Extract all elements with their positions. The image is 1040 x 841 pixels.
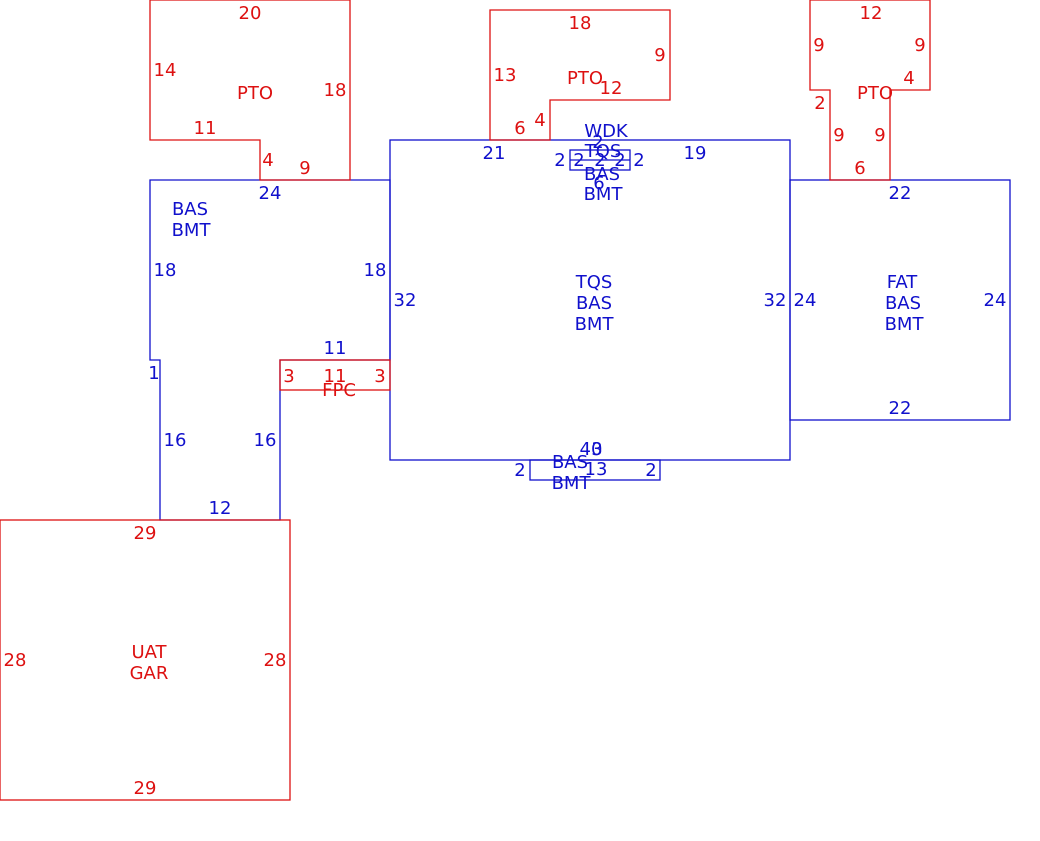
pto-center-dim-left: 13: [494, 65, 517, 86]
bas-right-label-2: BAS: [885, 293, 921, 314]
small-top-label-1: WDK: [584, 121, 629, 142]
pto-center-dim-inner-bottom: 12: [600, 78, 623, 99]
small-top-dim-right-outer: 2: [633, 150, 644, 171]
pto-center-dim-bottom: 6: [514, 118, 525, 139]
bas-right-outline: [789, 179, 1011, 421]
pto-left-dim-bottom: 9: [299, 158, 310, 179]
red-outlines: [0, 0, 931, 801]
pto-center-dim-right: 9: [654, 45, 665, 66]
small-top-label-3: BAS: [584, 164, 620, 185]
bas-left-label-2: BMT: [172, 220, 212, 241]
bas-left-dim-bottom: 12: [209, 498, 232, 519]
bas-left-dim-inner: 11: [324, 338, 347, 359]
red-text: 20 14 18 11 4 9 PTO 18 9 13 PTO 12 6 4 1…: [4, 3, 926, 799]
bas-left-dim-right: 18: [364, 260, 387, 281]
small-bottom-dim-overlap: 3: [591, 439, 602, 460]
bas-left-label-1: BAS: [172, 199, 208, 220]
pto-left-dim-left: 14: [154, 60, 177, 81]
small-bottom-dim-left: 2: [514, 460, 525, 481]
fpc-dim-right: 3: [374, 366, 385, 387]
garage-dim-left: 28: [4, 650, 27, 671]
bas-center-dim-top-right: 19: [684, 143, 707, 164]
bas-left-dim-top: 24: [259, 183, 282, 204]
small-top-label-5: 2: [592, 132, 603, 153]
bas-right-dim-left: 24: [794, 290, 817, 311]
pto-left-dim-inner-top: 11: [194, 118, 217, 139]
small-top-label-2: TQS: [584, 141, 622, 162]
pto-right-dim-right: 9: [914, 35, 925, 56]
small-top-label-6: 6: [593, 173, 604, 194]
pto-left-outline: [149, 0, 351, 181]
small-bottom-dim-right: 2: [645, 460, 656, 481]
pto-right-dim-inner-right: 4: [903, 68, 914, 89]
pto-center-outline: [489, 9, 671, 141]
pto-right-dim-bottom: 6: [854, 158, 865, 179]
blue-text: 24 BAS BMT 18 18 1 16 16 12 11 21 19 32 …: [148, 121, 1006, 519]
pto-left-dim-inner-side: 4: [262, 150, 273, 171]
pto-right-dim-stem-right: 9: [874, 125, 885, 146]
bas-center-label-2: BAS: [576, 293, 612, 314]
pto-center-dim-inner-side: 4: [534, 110, 545, 131]
bas-center-dim-right: 32: [764, 290, 787, 311]
small-top-dim-left-inner: 2: [573, 150, 584, 171]
pto-right-label: PTO: [857, 83, 893, 104]
bas-left-dim-jog: 1: [148, 363, 159, 384]
small-top-dim-mid: 2: [594, 150, 605, 171]
bas-right-label-3: BMT: [885, 314, 925, 335]
pto-right-dim-top: 12: [860, 3, 883, 24]
pto-left-label: PTO: [237, 83, 273, 104]
pto-right-dim-stem-left: 9: [833, 125, 844, 146]
pto-right-dim-left: 9: [813, 35, 824, 56]
pto-left-dim-top: 20: [239, 3, 262, 24]
bas-left-dim-left: 18: [154, 260, 177, 281]
pto-right-dim-inner-left: 2: [814, 93, 825, 114]
bas-center-dim-top-left: 21: [483, 143, 506, 164]
bas-left-dim-stem-left: 16: [164, 430, 187, 451]
pto-right-outline: [809, 0, 931, 181]
garage-dim-top: 29: [134, 523, 157, 544]
small-bottom-label-2: BMT: [552, 473, 592, 494]
bas-right-dim-bottom: 22: [889, 398, 912, 419]
bas-center-label-3: BMT: [575, 314, 615, 335]
garage-dim-bottom: 29: [134, 778, 157, 799]
pto-center-dim-top: 18: [569, 13, 592, 34]
bas-center-label-1: TQS: [575, 272, 613, 293]
garage-label-2: GAR: [130, 663, 169, 684]
pto-left-dim-right: 18: [324, 80, 347, 101]
bas-center-dim-left: 32: [394, 290, 417, 311]
bas-right-label-1: FAT: [887, 272, 919, 293]
small-top-dim-right-inner: 2: [614, 150, 625, 171]
small-bottom-label-1: BAS: [552, 452, 588, 473]
garage-outline: [0, 519, 291, 801]
small-bottom-outline: [529, 459, 661, 481]
bas-right-dim-top: 22: [889, 183, 912, 204]
bas-center-dim-bottom: 40: [580, 439, 603, 460]
pto-center-label: PTO: [567, 68, 603, 89]
small-bottom-dim-bottom: 13: [585, 459, 608, 480]
garage-dim-right: 28: [264, 650, 287, 671]
bas-right-dim-right: 24: [984, 290, 1007, 311]
small-top-label-4: BMT: [584, 184, 624, 205]
fpc-label: FPC: [322, 380, 356, 401]
fpc-dim-top: 11: [324, 366, 347, 387]
bas-left-dim-stem-right: 16: [254, 430, 277, 451]
fpc-outline: [279, 359, 391, 391]
small-top-dim-left-outer: 2: [554, 150, 565, 171]
fpc-dim-left: 3: [283, 366, 294, 387]
garage-label-1: UAT: [131, 642, 167, 663]
